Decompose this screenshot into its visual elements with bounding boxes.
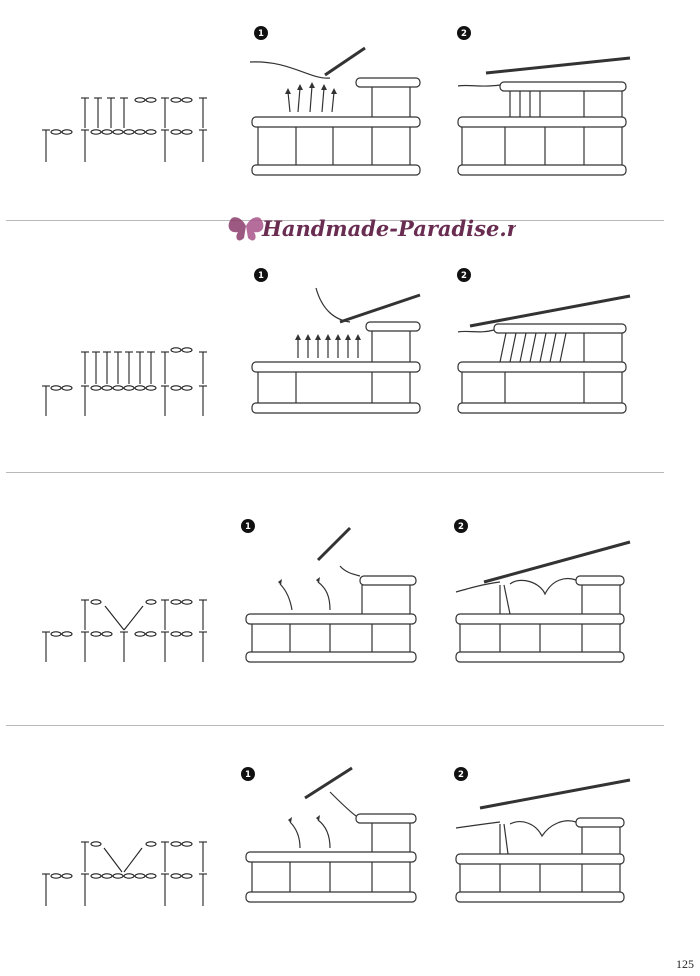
- step-badge: [254, 26, 268, 40]
- step-number: 2: [458, 522, 464, 532]
- step-badge: [454, 767, 468, 781]
- step-number: 1: [245, 522, 251, 532]
- step-badge: [457, 268, 471, 282]
- step-badge: [241, 519, 255, 533]
- tutorial-section-1: 1 2: [0, 0, 700, 240]
- crochet-chart-2: [42, 347, 207, 416]
- step-number: 2: [461, 29, 467, 39]
- site-watermark: Handmade-Paradise.ru: [228, 216, 516, 241]
- crochet-chart-1: [42, 97, 207, 162]
- tutorial-section-2: 1 2: [0, 240, 700, 480]
- tutorial-section-3: 1 2: [0, 484, 700, 724]
- tutorial-section-4: 1 2: [0, 732, 700, 972]
- step-badge: [254, 268, 268, 282]
- step-badge: [457, 26, 471, 40]
- watermark-text: Handmade-Paradise.ru: [261, 216, 516, 241]
- step-number: 1: [258, 29, 264, 39]
- crochet-chart-3: [42, 599, 207, 662]
- step-number: 1: [245, 770, 251, 780]
- page-number: 125: [676, 957, 694, 971]
- step-badge: [241, 767, 255, 781]
- butterfly-icon: [228, 217, 264, 241]
- step-number: 2: [461, 271, 467, 281]
- section-divider: [6, 725, 664, 726]
- section-divider: [6, 472, 664, 473]
- step-number: 1: [258, 271, 264, 281]
- crochet-chart-4: [42, 841, 207, 906]
- step-badge: [454, 519, 468, 533]
- step-number: 2: [458, 770, 464, 780]
- section-divider: [6, 220, 664, 221]
